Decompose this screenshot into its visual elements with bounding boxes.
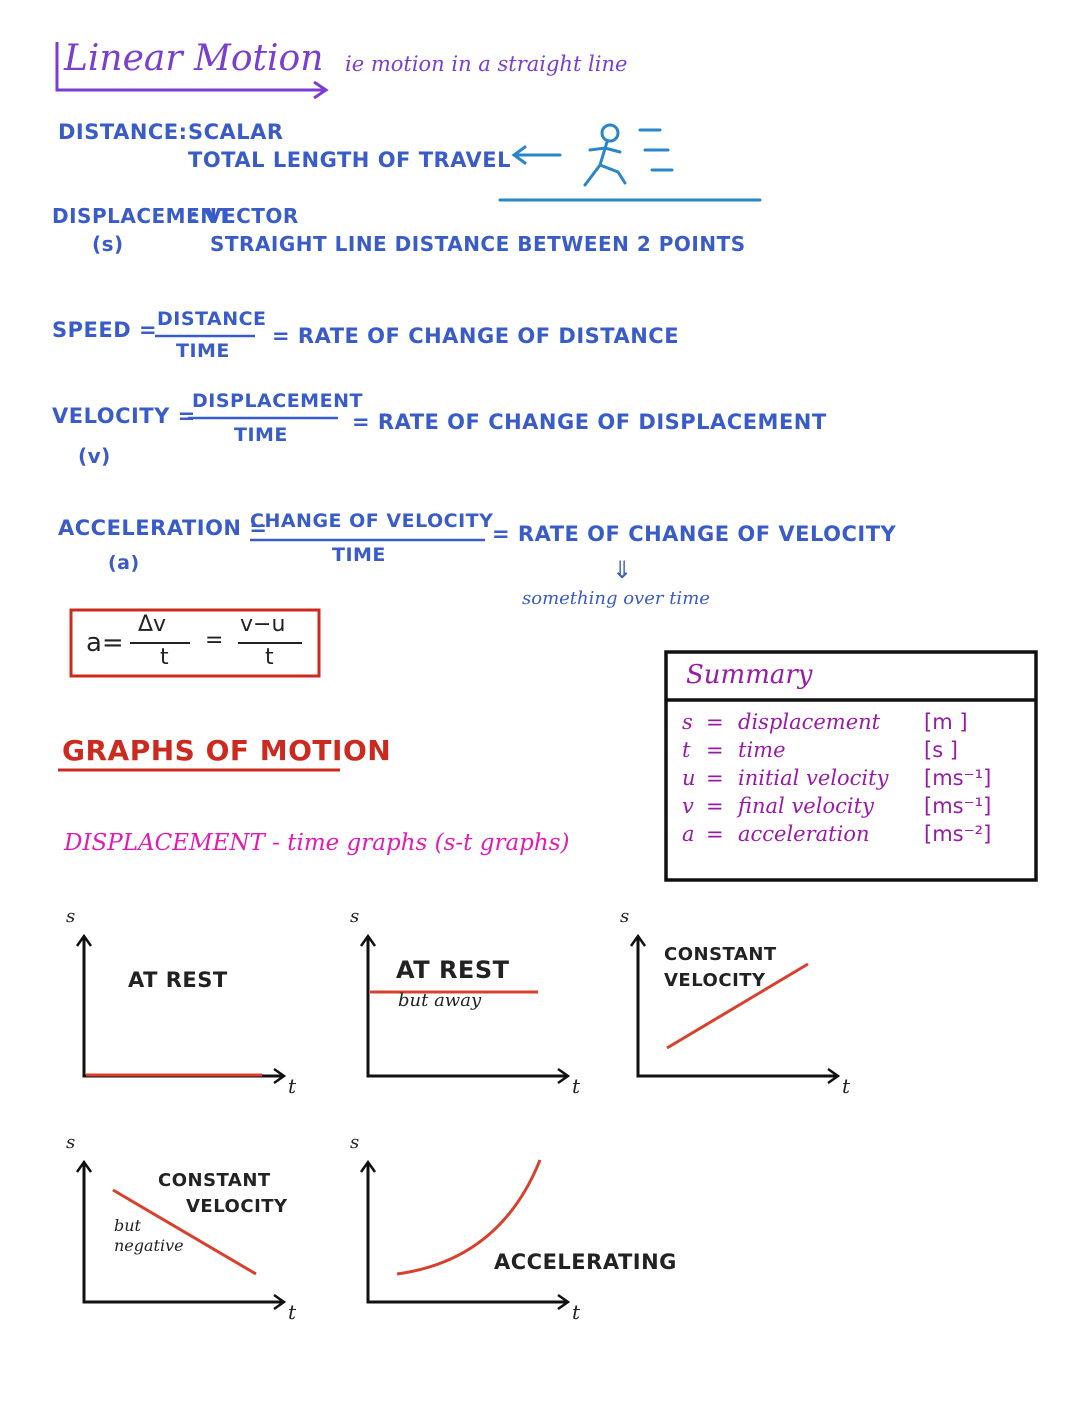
runner-icon bbox=[498, 123, 762, 202]
graph-x-label: t bbox=[842, 1074, 851, 1098]
graph-axes bbox=[636, 936, 838, 1078]
graph-label: ACCELERATING bbox=[494, 1250, 677, 1274]
displacement-type: : VECTOR bbox=[190, 204, 299, 228]
graph-y-label: s bbox=[66, 906, 76, 927]
acceleration-denominator: TIME bbox=[332, 544, 386, 566]
distance-desc: TOTAL LENGTH OF TRAVEL bbox=[188, 148, 512, 172]
summary-symbol: t bbox=[682, 738, 691, 762]
displacement-label: DISPLACEMENT bbox=[52, 204, 232, 228]
st-graph bbox=[75, 1159, 287, 1311]
graph-label: CONSTANT bbox=[158, 1170, 271, 1191]
fraction-bars bbox=[155, 334, 485, 542]
formula-box bbox=[69, 608, 321, 678]
graphs-heading: GRAPHS OF MOTION bbox=[62, 734, 392, 767]
graph-x-label: t bbox=[572, 1300, 581, 1324]
graph-x-label: t bbox=[288, 1074, 297, 1098]
speed-numerator: DISTANCE bbox=[157, 308, 267, 330]
summary-symbol: u bbox=[682, 766, 696, 790]
summary-meaning: acceleration bbox=[738, 822, 870, 846]
st-graphs-heading: DISPLACEMENT - time graphs (s-t graphs) bbox=[64, 830, 570, 856]
graph-sublabel: but away bbox=[398, 990, 482, 1011]
acceleration-label: ACCELERATION = bbox=[58, 516, 268, 540]
summary-meaning: final velocity bbox=[738, 794, 874, 818]
displacement-symbol: (s) bbox=[92, 232, 124, 256]
summary-symbol: a bbox=[682, 822, 695, 846]
speed-rate: = RATE OF CHANGE OF DISTANCE bbox=[272, 324, 680, 348]
page-title: Linear Motion bbox=[64, 38, 324, 79]
formula-den-1: t bbox=[160, 645, 169, 670]
graph-axis-arrows bbox=[359, 1159, 571, 1311]
velocity-denominator: TIME bbox=[234, 424, 288, 446]
summary-unit: [ms⁻²] bbox=[924, 822, 992, 846]
summary-unit: [ms⁻¹] bbox=[924, 766, 992, 790]
summary-meaning: initial velocity bbox=[738, 766, 889, 790]
graph-axes bbox=[82, 936, 284, 1078]
speed-label: SPEED = bbox=[52, 318, 158, 342]
title-underline-arrow bbox=[55, 42, 329, 100]
st-graph bbox=[629, 933, 841, 1085]
st-graph bbox=[359, 1159, 571, 1311]
velocity-label: VELOCITY = bbox=[52, 404, 196, 428]
graph-y-label: s bbox=[350, 1132, 360, 1153]
graph-axes bbox=[366, 936, 568, 1078]
formula-den-2: t bbox=[265, 645, 274, 670]
graph-axis-arrows bbox=[359, 933, 571, 1085]
displacement-desc: STRAIGHT LINE DISTANCE BETWEEN 2 POINTS bbox=[210, 232, 746, 256]
graph-axis-arrows bbox=[75, 1159, 287, 1311]
velocity-numerator: DISPLACEMENT bbox=[192, 390, 363, 412]
summary-equals: = bbox=[706, 738, 724, 762]
velocity-rate: = RATE OF CHANGE OF DISPLACEMENT bbox=[352, 410, 827, 434]
graph-y-label: s bbox=[66, 1132, 76, 1153]
acceleration-numerator: CHANGE OF VELOCITY bbox=[250, 510, 494, 532]
velocity-symbol: (v) bbox=[78, 444, 111, 468]
graph-line bbox=[396, 1159, 542, 1276]
graph-line bbox=[666, 962, 809, 1050]
summary-equals: = bbox=[706, 794, 724, 818]
graph-axes bbox=[366, 1162, 568, 1304]
acceleration-rate: = RATE OF CHANGE OF VELOCITY bbox=[492, 522, 897, 546]
graph-sublabel-line-2: negative bbox=[114, 1236, 184, 1255]
summary-symbol: v bbox=[682, 794, 694, 818]
speed-denominator: TIME bbox=[176, 340, 230, 362]
graph-axis-arrows bbox=[629, 933, 841, 1085]
acceleration-symbol: (a) bbox=[108, 552, 140, 574]
graph-y-label: s bbox=[620, 906, 630, 927]
graph-label-line-2: VELOCITY bbox=[664, 970, 766, 991]
graph-axes bbox=[82, 1162, 284, 1304]
down-arrow-icon: ⇓ bbox=[612, 556, 633, 584]
distance-type: SCALAR bbox=[188, 120, 284, 144]
graph-x-label: t bbox=[288, 1300, 297, 1324]
summary-meaning: time bbox=[738, 738, 786, 762]
acceleration-note: something over time bbox=[522, 588, 710, 609]
formula-equals: = bbox=[205, 628, 224, 653]
title-note: ie motion in a straight line bbox=[345, 52, 628, 76]
st-graph bbox=[359, 933, 571, 1085]
summary-equals: = bbox=[706, 822, 724, 846]
summary-unit: [s ] bbox=[924, 738, 959, 762]
graph-label: AT REST bbox=[396, 956, 510, 984]
graph-label-line-2: VELOCITY bbox=[186, 1196, 288, 1217]
distance-label: DISTANCE: bbox=[58, 120, 188, 144]
graph-label: AT REST bbox=[128, 968, 228, 992]
summary-equals: = bbox=[706, 710, 724, 734]
summary-title: Summary bbox=[686, 660, 813, 690]
graph-line bbox=[112, 1188, 257, 1276]
summary-unit: [ms⁻¹] bbox=[924, 794, 992, 818]
formula-num-1: Δv bbox=[138, 612, 167, 637]
summary-box bbox=[664, 650, 1038, 882]
graph-x-label: t bbox=[572, 1074, 581, 1098]
formula-lhs: a= bbox=[86, 628, 124, 658]
graph-axis-arrows bbox=[75, 933, 287, 1085]
summary-unit: [m ] bbox=[924, 710, 968, 734]
summary-equals: = bbox=[706, 766, 724, 790]
formula-num-2: v−u bbox=[240, 612, 286, 637]
summary-meaning: displacement bbox=[738, 710, 881, 734]
graph-label: CONSTANT bbox=[664, 944, 777, 965]
st-graph bbox=[75, 933, 287, 1085]
summary-symbol: s bbox=[682, 710, 693, 734]
graph-y-label: s bbox=[350, 906, 360, 927]
graph-sublabel: but bbox=[114, 1216, 141, 1235]
